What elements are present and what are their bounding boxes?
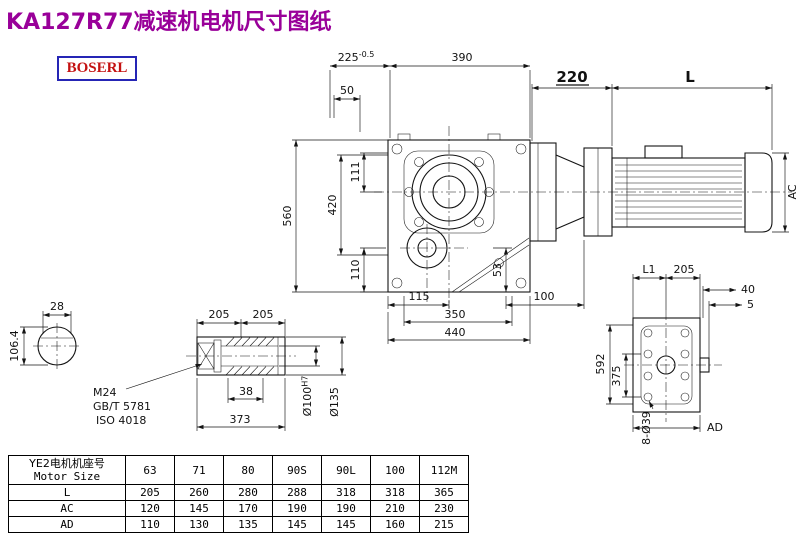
shaft-cross-section-view: 28 106.4 (8, 300, 81, 369)
table-col-header: 63 (125, 455, 175, 485)
motor-size-label-en: Motor Size (33, 470, 101, 483)
dim-373-label: 373 (230, 413, 251, 426)
table-header-row: YE2电机机座号 Motor Size 63 71 80 90S 90L 100… (8, 455, 469, 485)
dim-115-label: 115 (409, 290, 430, 303)
table-cell: 215 (419, 516, 469, 533)
dim-375-label: 375 (610, 366, 623, 387)
dim-106-label: 106.4 (8, 330, 21, 362)
technical-drawing: 53 (8, 50, 799, 445)
row-label: L (8, 484, 126, 501)
table-row-L: L 205 260 280 288 318 318 365 (8, 484, 469, 501)
dim-38-label: 38 (239, 385, 253, 398)
dim-440-label: 440 (445, 326, 466, 339)
table-cell: 260 (174, 484, 224, 501)
standard-gbt-label: GB/T 5781 (93, 400, 151, 413)
table-cell: 110 (125, 516, 175, 533)
table-cell: 190 (321, 500, 371, 517)
table-header-motor-size: YE2电机机座号 Motor Size (8, 455, 126, 485)
table-cell: 160 (370, 516, 420, 533)
table-row-AC: AC 120 145 170 190 190 210 230 (8, 500, 469, 517)
table-cell: 145 (174, 500, 224, 517)
table-cell: 318 (370, 484, 420, 501)
table-cell: 318 (321, 484, 371, 501)
dim-110-label: 110 (349, 260, 362, 281)
table-cell: 205 (125, 484, 175, 501)
dim-205a-label: 205 (209, 308, 230, 321)
dim-AC-label: AC (786, 184, 799, 199)
table-row-AD: AD 110 130 135 145 145 160 215 (8, 516, 469, 533)
dim-40-label: 40 (741, 283, 755, 296)
row-label: AD (8, 516, 126, 533)
top-dimensions: 225-0.5 390 50 220 L (329, 50, 773, 150)
table-cell: 135 (223, 516, 273, 533)
table-cell: 145 (272, 516, 322, 533)
dim-28-label: 28 (50, 300, 64, 313)
brand-logo: BOSERL (57, 56, 137, 81)
dim-5-label: 5 (747, 298, 754, 311)
table-cell: 145 (321, 516, 371, 533)
table-col-header: 100 (370, 455, 420, 485)
motor-size-table: YE2电机机座号 Motor Size 63 71 80 90S 90L 100… (8, 455, 469, 533)
dim-205c-label: 205 (674, 263, 695, 276)
dim-100-label: 100 (534, 290, 555, 303)
dim-53-label: 53 (491, 263, 504, 277)
output-flange-view: L1 205 40 5 592 375 8-Ø39 AD (594, 263, 755, 445)
motor-ac-dimension: AC (772, 152, 799, 233)
left-dimensions: 560 420 111 110 (281, 139, 388, 293)
page-title: KA127R77减速机电机尺寸图纸 (6, 10, 332, 35)
table-cell: 190 (272, 500, 322, 517)
table-cell: 365 (419, 484, 469, 501)
table-cell: 288 (272, 484, 322, 501)
dim-420-label: 420 (326, 195, 339, 216)
dim-560-label: 560 (281, 206, 294, 227)
dim-L1-label: L1 (642, 263, 655, 276)
table-col-header: 80 (223, 455, 273, 485)
dim-390-label: 390 (452, 51, 473, 64)
table-cell: 280 (223, 484, 273, 501)
table-cell: 120 (125, 500, 175, 517)
table-cell: 210 (370, 500, 420, 517)
dim-592-label: 592 (594, 354, 607, 375)
table-col-header: 90S (272, 455, 322, 485)
table-col-header: 71 (174, 455, 224, 485)
row-label: AC (8, 500, 126, 517)
dim-205b-label: 205 (253, 308, 274, 321)
dim-220-label: 220 (556, 68, 587, 86)
dim-350-label: 350 (445, 308, 466, 321)
dim-d100h7-label: Ø100H7 (301, 376, 315, 417)
gearbox-front-view: 53 (374, 126, 792, 308)
dim-225-label: 225-0.5 (338, 50, 375, 64)
hollow-shaft-detail-view: 205 205 M24 GB/T 5781 ISO 4018 38 373 Ø1… (93, 308, 346, 431)
table-col-header: 90L (321, 455, 371, 485)
table-col-header: 112M (419, 455, 469, 485)
table-cell: 170 (223, 500, 273, 517)
bottom-dimensions: 115 100 350 440 (387, 240, 585, 344)
table-cell: 230 (419, 500, 469, 517)
dim-L-label: L (685, 68, 695, 86)
standard-iso-label: ISO 4018 (96, 414, 146, 427)
motor-side-view (529, 142, 773, 242)
dim-d135-label: Ø135 (328, 387, 341, 417)
dim-50-label: 50 (340, 84, 354, 97)
table-cell: 130 (174, 516, 224, 533)
dim-111-label: 111 (349, 162, 362, 183)
thread-spec-label: M24 (93, 386, 117, 399)
brand-logo-text: BOSERL (66, 60, 128, 76)
dim-AD-label: AD (707, 421, 723, 434)
motor-size-label-cn: YE2电机机座号 (29, 457, 105, 470)
